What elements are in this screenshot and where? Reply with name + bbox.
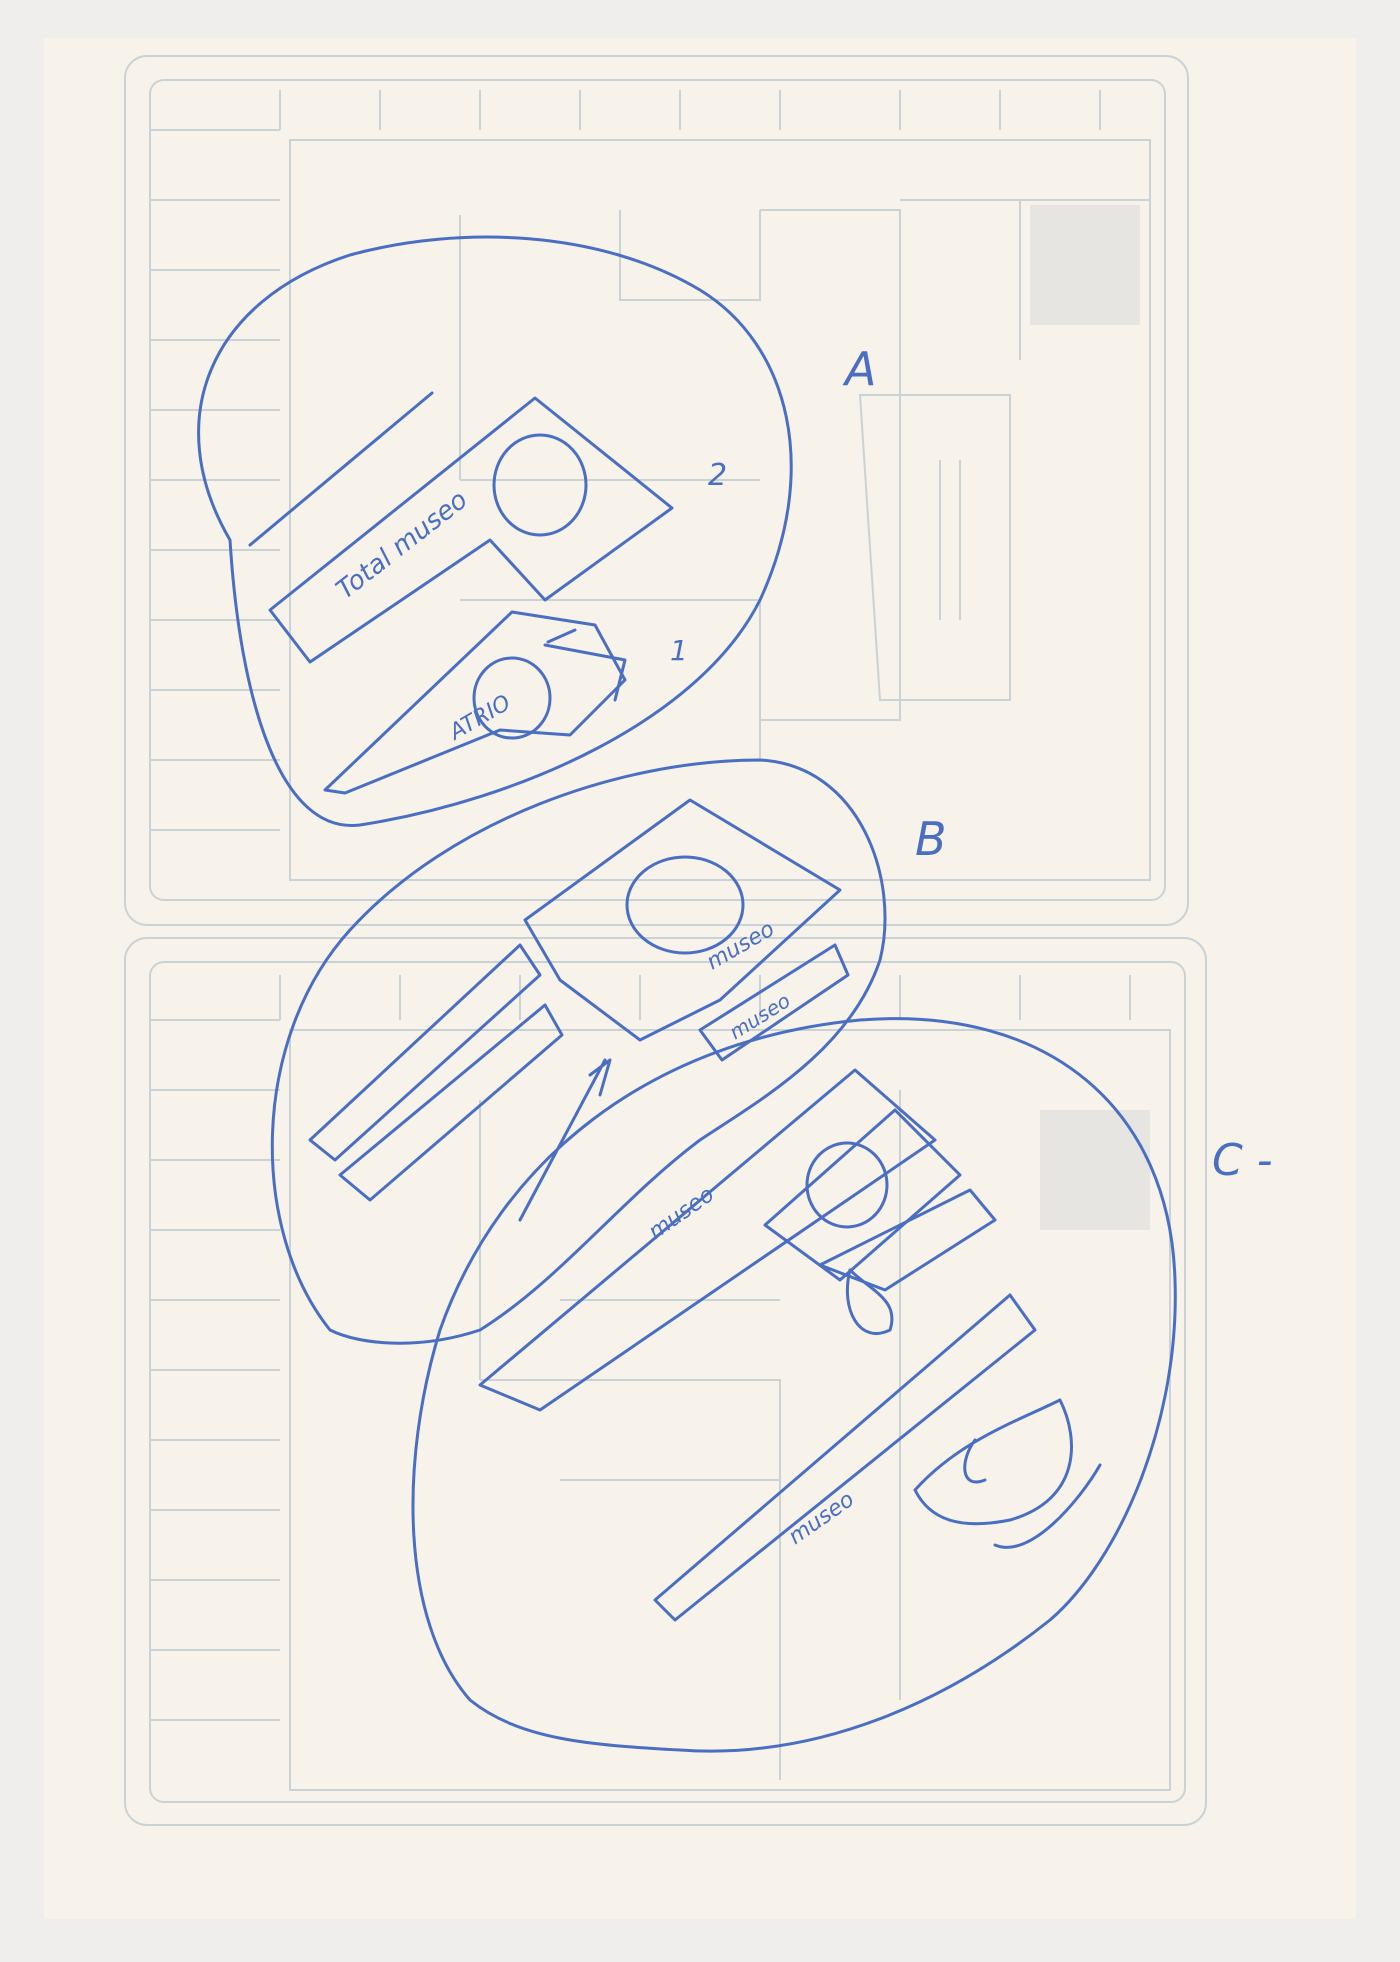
underlay-plan-bottom: [124, 937, 1207, 1826]
label-option-a: A: [842, 342, 876, 396]
paper: [44, 38, 1356, 1919]
label-option-1: 1: [670, 634, 688, 667]
label-option-2: 2: [708, 458, 727, 493]
label-option-c: C -: [1212, 1135, 1273, 1186]
underlay-plan-top: [124, 55, 1189, 926]
label-option-b: B: [915, 812, 947, 866]
